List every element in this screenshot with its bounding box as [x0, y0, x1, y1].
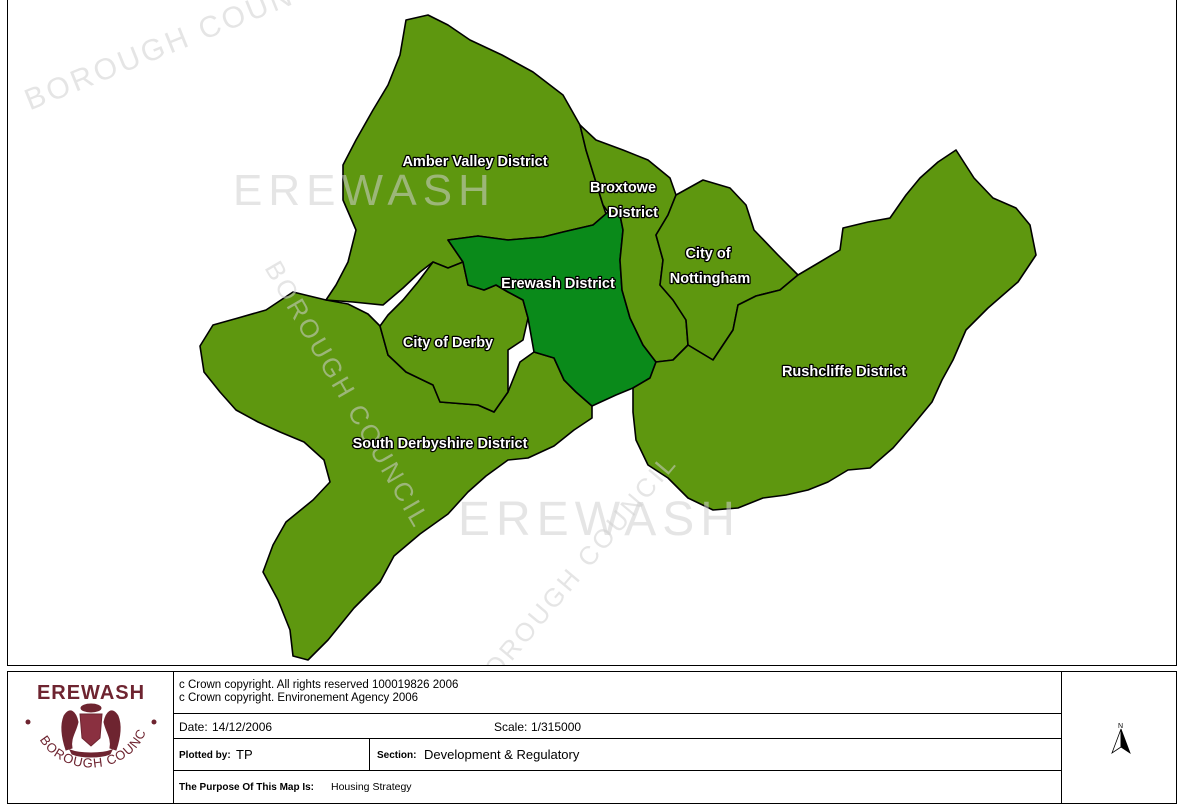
purpose-row: The Purpose Of This Map Is: Housing Stra…: [174, 771, 1061, 802]
section-value: Development & Regulatory: [424, 747, 580, 762]
label-broxtowe-1: Broxtowe: [590, 180, 656, 196]
copyright-line-1: c Crown copyright. All rights reserved 1…: [179, 679, 459, 691]
plotted-cell: Plotted by: TP: [174, 739, 370, 770]
date-label: Date:: [179, 720, 208, 734]
legend-panel: EREWASH BOROUGH COUNCIL c Crown copyrigh…: [7, 671, 1177, 804]
section-label: Section:: [377, 750, 417, 761]
label-amber-valley: Amber Valley District: [402, 154, 547, 170]
plotted-value: TP: [236, 747, 253, 762]
scale-label: Scale:: [494, 720, 528, 734]
north-arrow-icon: N: [1111, 723, 1131, 755]
date-scale-row: Date: 14/12/2006 Scale: 1/315000: [174, 714, 1061, 739]
map-frame: EREWASH EREWASH BOROUGH COUNCIL BOROUGH …: [7, 0, 1177, 666]
scale-value: 1/315000: [531, 720, 582, 734]
label-broxtowe-2: District: [608, 205, 658, 221]
label-nottingham-2: Nottingham: [670, 271, 751, 287]
watermark-ring: BOROUGH COUNCIL: [20, 0, 351, 117]
purpose-value: Housing Strategy: [331, 781, 412, 793]
copyright-row: c Crown copyright. All rights reserved 1…: [174, 672, 1061, 714]
info-table: c Crown copyright. All rights reserved 1…: [174, 672, 1061, 803]
label-south-derbyshire: South Derbyshire District: [353, 436, 528, 452]
date-value: 14/12/2006: [212, 720, 273, 734]
plotted-label: Plotted by:: [179, 750, 231, 761]
label-city-of-derby: City of Derby: [403, 335, 493, 351]
svg-text:N: N: [1118, 723, 1123, 730]
logo-wordmark: EREWASH: [36, 682, 146, 704]
label-rushcliffe: Rushcliffe District: [782, 364, 906, 380]
crest-icon: BOROUGH COUNCIL: [14, 702, 157, 771]
map-canvas: EREWASH EREWASH BOROUGH COUNCIL BOROUGH …: [20, 0, 1037, 666]
label-erewash: Erewash District: [501, 276, 615, 292]
copyright-line-2: c Crown copyright. Environement Agency 2…: [179, 692, 419, 704]
purpose-label: The Purpose Of This Map Is:: [179, 782, 315, 793]
label-nottingham-1: City of: [685, 246, 730, 262]
council-logo: EREWASH BOROUGH COUNCIL: [8, 672, 174, 803]
district-rushcliffe[interactable]: [632, 149, 1037, 511]
plotted-section-row: Plotted by: TP Section: Development & Re…: [174, 739, 1061, 771]
north-arrow-cell: N: [1061, 672, 1175, 803]
watermark-ring-3: BOROUGH COUNCIL: [465, 448, 683, 666]
